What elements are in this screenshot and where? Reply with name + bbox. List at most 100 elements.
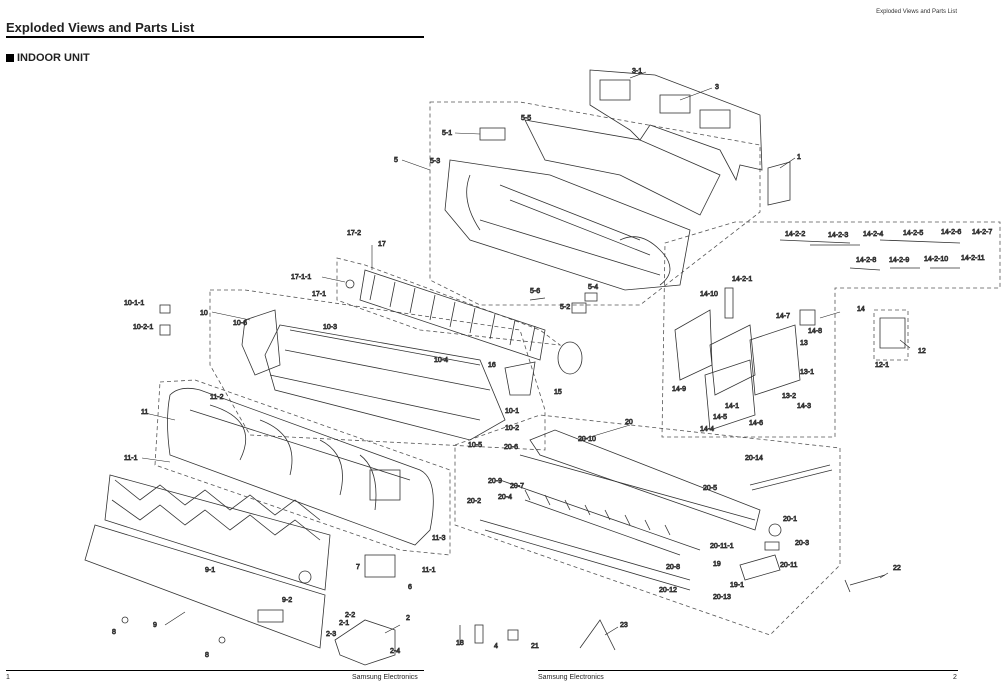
part-5-chassis xyxy=(444,119,721,291)
label: 14-9 xyxy=(672,386,686,393)
label: 12 xyxy=(918,348,926,355)
label: 5-3 xyxy=(430,158,440,165)
label: 11-2 xyxy=(210,394,224,401)
outline-11 xyxy=(154,379,451,556)
label: 14-7 xyxy=(776,313,790,320)
label: 17-2 xyxy=(347,230,361,237)
label: 11-1 xyxy=(124,455,138,462)
title-rule xyxy=(6,36,424,38)
part-5-6 xyxy=(529,297,546,301)
label: 13-2 xyxy=(782,393,796,400)
part-8b xyxy=(218,636,226,644)
label: 18 xyxy=(456,640,464,647)
label: 11 xyxy=(141,409,148,416)
label: 17-1-1 xyxy=(291,274,311,281)
part-11-front-frame xyxy=(167,387,434,546)
footer-rule-left xyxy=(6,670,424,671)
label: 23 xyxy=(620,622,628,629)
label: 14-2-5 xyxy=(903,230,923,237)
label: 12-1 xyxy=(875,362,889,369)
part-2-box xyxy=(334,619,396,666)
label: 3-1 xyxy=(632,68,642,75)
label: 10-3 xyxy=(323,324,337,331)
label: 14-8 xyxy=(808,328,822,335)
label: 5-6 xyxy=(530,288,540,295)
label: 20-3 xyxy=(795,540,809,547)
label: 19 xyxy=(713,561,721,568)
label: 14-2-3 xyxy=(828,232,848,239)
label: 14-2-2 xyxy=(785,231,805,238)
label: 7 xyxy=(356,564,360,571)
outline-14 xyxy=(661,221,1001,438)
label: 21 xyxy=(531,643,539,650)
label: 10-2-1 xyxy=(133,324,153,331)
label: 5-1 xyxy=(442,130,452,137)
label: 10-1 xyxy=(505,408,519,415)
label: 14-4 xyxy=(700,426,714,433)
label: 14-2-4 xyxy=(863,231,883,238)
section-title: INDOOR UNIT xyxy=(17,52,90,64)
label: 20-11 xyxy=(780,562,797,569)
label: 14-3 xyxy=(797,403,811,410)
label: 14-2-8 xyxy=(856,257,876,264)
label: 14-6 xyxy=(749,420,763,427)
label: 14-2-9 xyxy=(889,257,909,264)
label: 13-1 xyxy=(800,369,814,376)
label: 14 xyxy=(857,306,865,313)
label: 10 xyxy=(200,310,208,317)
exploded-diagram: 3-1 3 1 5-5 5-1 5 5-3 17-2 17 17-1-1 17-… xyxy=(84,68,1001,666)
part-23 xyxy=(579,619,616,651)
label: 10-2 xyxy=(505,425,519,432)
part-17-fan xyxy=(345,269,583,375)
label: 14-2-1 xyxy=(732,276,752,283)
label: 20-13 xyxy=(713,594,731,601)
outline-5 xyxy=(429,101,761,306)
outline-12 xyxy=(873,309,909,361)
part-21 xyxy=(507,629,519,641)
label: 10-5 xyxy=(468,442,482,449)
label: 9-1 xyxy=(205,567,215,574)
label: 10-1-1 xyxy=(124,300,144,307)
label: 14-10 xyxy=(700,291,718,298)
section-heading: INDOOR UNIT xyxy=(6,52,90,64)
label: 4 xyxy=(494,643,498,650)
label: 14-2-7 xyxy=(972,229,992,236)
footer-brand-right: Samsung Electronics xyxy=(538,674,604,681)
label: 5-5 xyxy=(521,115,531,122)
page-title: Exploded Views and Parts List xyxy=(6,20,195,35)
part-14-pcb xyxy=(674,239,961,431)
label: 20-5 xyxy=(703,485,717,492)
label: 8 xyxy=(205,652,209,659)
outline-17 xyxy=(336,257,562,346)
part-4 xyxy=(474,624,484,644)
label: 20-6 xyxy=(504,444,518,451)
label: 20-2 xyxy=(467,498,481,505)
label: 14-2-11 xyxy=(961,255,985,262)
footer-page-left: 1 xyxy=(6,674,10,681)
label: 15 xyxy=(554,389,562,396)
label: 11-1 xyxy=(422,567,436,574)
label: 6 xyxy=(408,584,412,591)
label: 8 xyxy=(112,629,116,636)
label: 9 xyxy=(153,622,157,629)
label: 2-1 xyxy=(339,620,349,627)
label: 2-3 xyxy=(326,631,336,638)
label: 20-12 xyxy=(659,587,677,594)
label: 10-6 xyxy=(233,320,247,327)
label: 5-2 xyxy=(560,304,570,311)
label: 3 xyxy=(715,84,719,91)
right-page-header: Exploded Views and Parts List xyxy=(876,9,957,15)
leader-lines xyxy=(141,71,911,636)
label: 20-14 xyxy=(745,455,763,462)
part-3-bracket xyxy=(589,69,763,182)
part-10-drain-pan xyxy=(159,304,536,441)
label: 16 xyxy=(488,362,496,369)
label: 13 xyxy=(800,340,808,347)
label: 2 xyxy=(406,615,410,622)
part-8a xyxy=(121,616,129,624)
label: 20 xyxy=(625,419,633,426)
label: 17-1 xyxy=(312,291,326,298)
label: 10-4 xyxy=(434,357,448,364)
label: 20-4 xyxy=(498,494,512,501)
part-12 xyxy=(879,317,906,349)
